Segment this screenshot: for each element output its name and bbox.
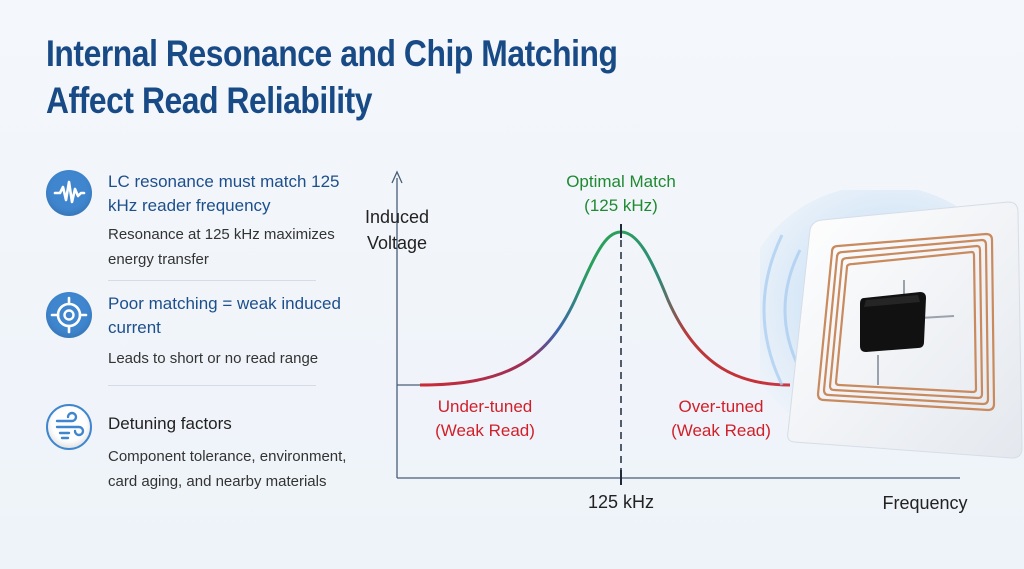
wind-icon <box>46 404 92 450</box>
divider <box>108 385 316 386</box>
feature-heading: Poor matching = weak induced current <box>108 294 341 337</box>
optimal-match-label: Optimal Match (125 kHz) <box>546 170 696 218</box>
waveform-icon <box>46 170 92 216</box>
over-tuned-line-1: Over-tuned <box>678 397 764 416</box>
y-axis-label: Induced Voltage <box>352 204 442 256</box>
under-tuned-line-2: (Weak Read) <box>435 421 535 440</box>
over-tuned-label: Over-tuned (Weak Read) <box>656 395 786 443</box>
over-tuned-line-2: (Weak Read) <box>671 421 771 440</box>
optimal-label-line-2: (125 kHz) <box>584 196 658 215</box>
feature-detail: Component tolerance, environment, card a… <box>108 448 347 490</box>
peak-tick-label: 125 kHz <box>587 492 655 512</box>
feature-detail: Resonance at 125 kHz maximizes energy tr… <box>108 226 335 268</box>
under-tuned-label: Under-tuned (Weak Read) <box>420 395 550 443</box>
optimal-label-line-1: Optimal Match <box>566 172 676 191</box>
rfid-card-illustration <box>740 185 1024 470</box>
y-axis-label-line-2: Voltage <box>366 233 428 253</box>
antenna-coil <box>816 232 996 412</box>
feature-heading: Detuning factors <box>108 414 232 433</box>
feature-heading: LC resonance must match 125 kHz reader f… <box>108 172 340 215</box>
feature-detail: Leads to short or no read range <box>108 350 319 367</box>
chip-icon <box>860 292 926 352</box>
x-axis-label: Frequency <box>882 493 968 513</box>
title-line-1: Internal Resonance and Chip Matching <box>46 33 618 74</box>
divider <box>108 280 316 281</box>
y-axis-arrow <box>391 170 403 184</box>
y-axis-label-line-1: Induced <box>364 207 430 227</box>
title-line-2: Affect Read Reliability <box>46 80 373 121</box>
page-title: Internal Resonance and Chip Matching Aff… <box>46 30 648 124</box>
target-icon <box>46 292 92 338</box>
under-tuned-line-1: Under-tuned <box>437 397 533 416</box>
resonance-curve <box>419 230 791 387</box>
